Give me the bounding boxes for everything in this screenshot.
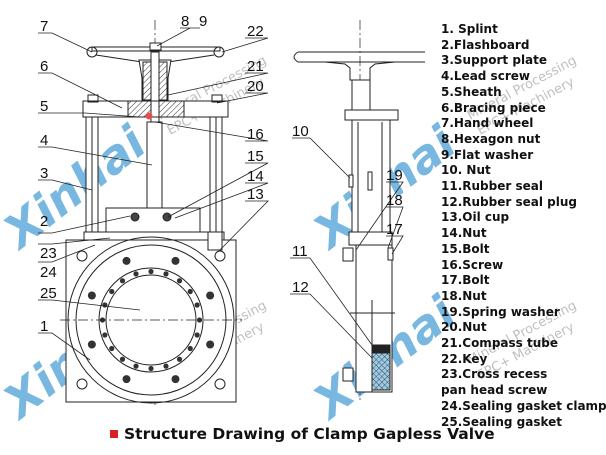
caption-text: Structure Drawing of Clamp Gapless Valve (124, 425, 495, 443)
legend-item: 18.Nut (441, 288, 487, 303)
part-label: 16 (247, 126, 264, 143)
legend-item: 24.Sealing gasket clamp (441, 398, 606, 413)
ring-bolt (148, 268, 154, 275)
part-label: 18 (386, 192, 403, 209)
ring-bolt (119, 356, 126, 362)
part-label: 1 (40, 318, 48, 335)
legend-item: 1. Splint (441, 22, 498, 36)
flange-bolt (122, 375, 131, 384)
side-view (293, 20, 425, 400)
ring-bolt (187, 288, 193, 295)
part-label: 5 (40, 98, 48, 115)
legend-item: 5.Sheath (441, 84, 502, 99)
legend-item: 20.Nut (441, 320, 487, 335)
ring-bolt (163, 271, 169, 277)
part-label: 6 (40, 58, 48, 75)
legend-item: 8.Hexagon nut (441, 131, 541, 146)
leader-lines (38, 27, 404, 361)
ring-bolt (176, 278, 183, 284)
part-label: 24 (40, 264, 57, 281)
legend-item: 10. Nut (441, 163, 491, 178)
flange-bolt (122, 256, 131, 265)
part-label: 7 (40, 18, 48, 35)
legend-item: 15.Bolt (441, 241, 490, 256)
legend-item: 9.Flat washer (441, 147, 534, 162)
flange-bolt (87, 291, 96, 300)
part-label: 12 (292, 279, 309, 296)
part-label: 9 (199, 13, 207, 30)
part-label: 13 (247, 186, 264, 203)
part-label: 20 (247, 78, 264, 95)
hand-wheel (86, 42, 225, 63)
legend-item: 7.Hand wheel (441, 116, 534, 131)
ring-bolt (109, 288, 115, 295)
legend-item: 13.Oil cup (441, 210, 510, 225)
part-label: 14 (247, 168, 264, 185)
caption-marker (110, 430, 118, 438)
flange-bolt (171, 375, 180, 384)
front-view (60, 20, 242, 405)
part-label: 17 (386, 221, 403, 238)
part-label: 10 (292, 123, 309, 140)
legend-item: 17.Bolt (441, 273, 490, 288)
ring-bolt (176, 356, 183, 362)
legend-item: pan head screw (441, 383, 548, 398)
flange-bolt (206, 340, 215, 349)
ring-bolt (148, 365, 154, 372)
legend-item: 21.Compass tube (441, 336, 558, 351)
legend-item: 12.Rubber seal plug (441, 194, 577, 209)
part-label: 23 (40, 245, 57, 262)
part-label: 8 (181, 13, 189, 30)
part-label: 22 (247, 23, 264, 40)
part-labels: 7 8 9 22 6 21 20 5 16 4 15 3 14 13 2 23 … (40, 13, 403, 335)
part-label: 25 (40, 285, 57, 302)
ring-bolt (102, 302, 108, 308)
legend-item: 3.Support plate (441, 53, 548, 68)
flange-bolt (206, 291, 215, 300)
legend-item: 14.Nut (441, 226, 487, 241)
part-label: 11 (292, 243, 308, 260)
legend-item: 19.Spring washer (441, 304, 560, 319)
ring-bolt (133, 271, 139, 277)
flange-bolt (171, 256, 180, 265)
ring-bolt (194, 302, 200, 308)
part-label: 15 (247, 148, 264, 165)
ring-bolt (119, 278, 126, 284)
legend-item: 11.Rubber seal (441, 179, 543, 194)
legend-item: 2.Flashboard (441, 37, 530, 52)
ring-bolt (163, 363, 169, 369)
legend-item: 6.Bracing piece (441, 100, 546, 115)
ring-bolt (109, 345, 115, 352)
legend-item: 4.Lead screw (441, 69, 530, 84)
ring-bolt (187, 345, 193, 352)
ring-bolt (102, 332, 108, 338)
part-label: 21 (247, 58, 264, 75)
legend-item: 16.Screw (441, 257, 504, 272)
part-label: 3 (40, 165, 48, 182)
ring-bolt (133, 363, 139, 369)
flange-bolt (87, 340, 96, 349)
legend-item: 23.Cross recess (441, 367, 548, 382)
part-label: 4 (40, 132, 48, 149)
legend-item: 22.Key (441, 351, 488, 366)
part-label: 19 (386, 167, 403, 184)
part-label: 2 (40, 213, 48, 230)
caption: Structure Drawing of Clamp Gapless Valve (110, 425, 495, 443)
ring-bolt (194, 332, 200, 338)
legend-item: 25.Sealing gasket (441, 414, 563, 429)
